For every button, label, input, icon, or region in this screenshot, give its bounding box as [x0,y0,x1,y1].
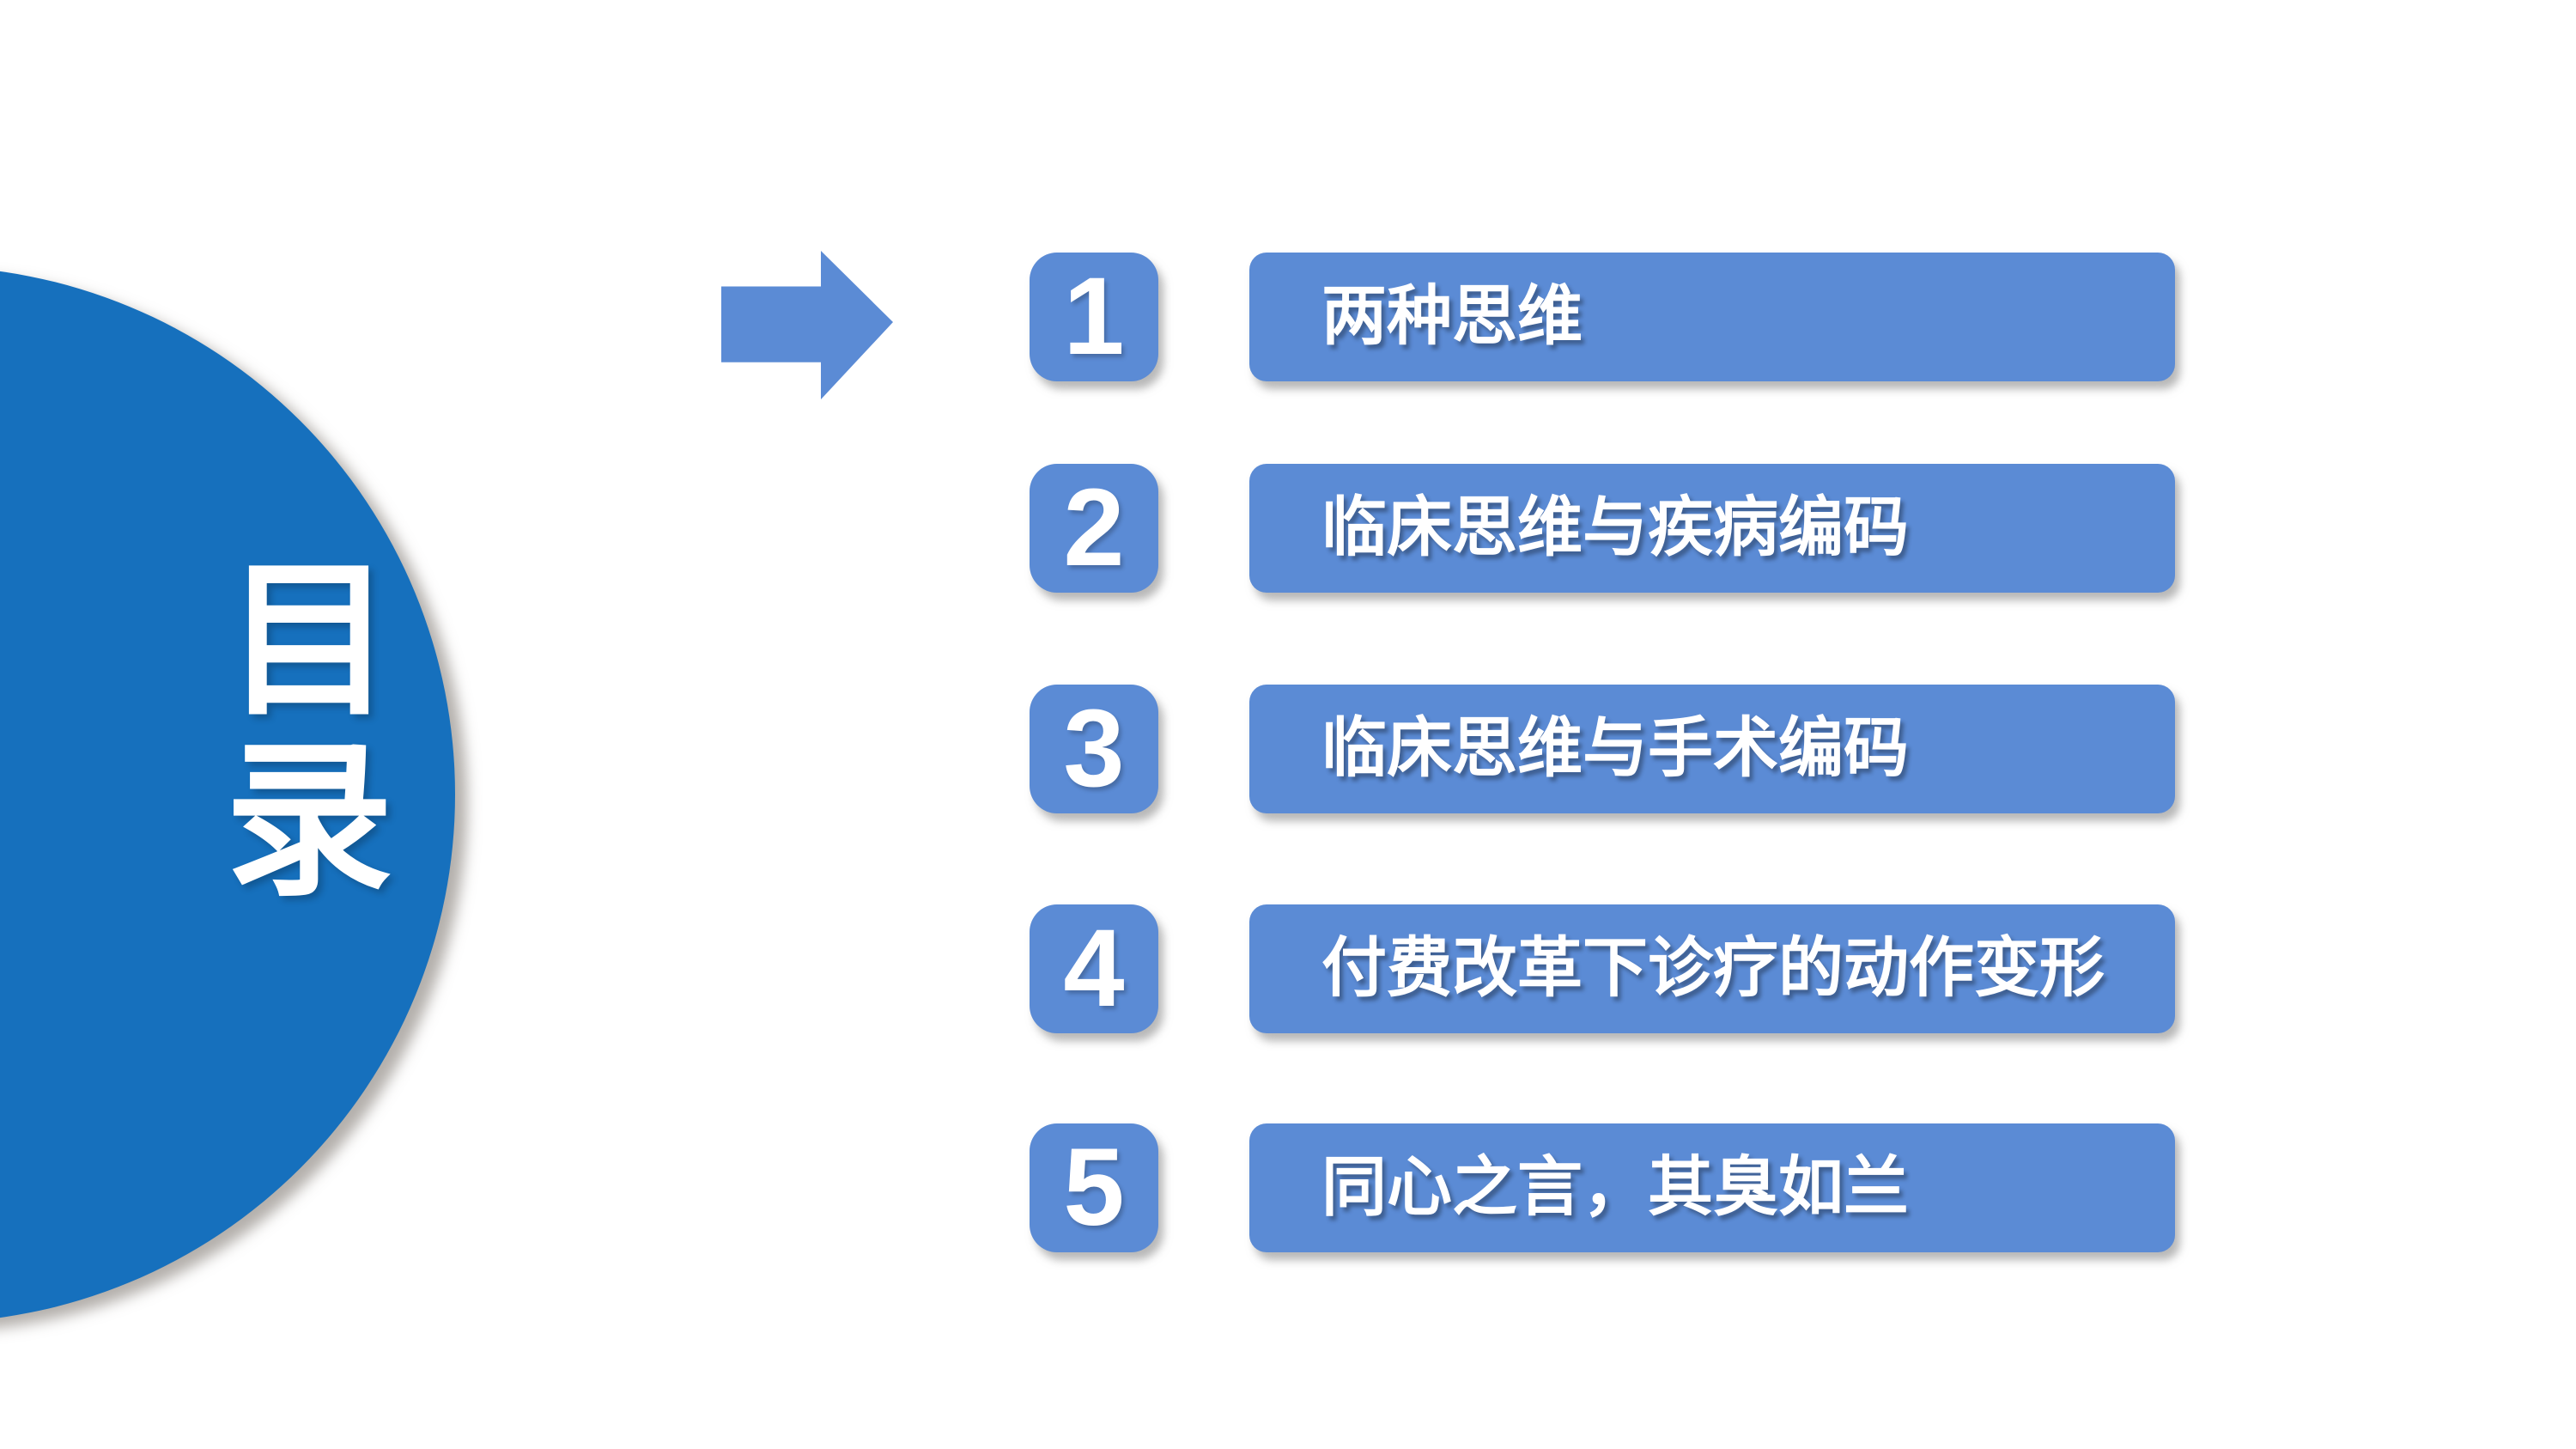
toc-item: 3 临床思维与手术编码 [0,685,2576,813]
toc-item-label: 临床思维与手术编码 [1321,712,1909,785]
toc-item-label: 同心之言，其臭如兰 [1321,1151,1909,1224]
toc-item-bar: 付费改革下诊疗的动作变形 [1249,904,2175,1033]
toc-item-bar: 临床思维与疾病编码 [1249,464,2175,593]
toc-item: 5 同心之言，其臭如兰 [0,1123,2576,1252]
toc-item-bar: 临床思维与手术编码 [1249,685,2175,813]
toc-vertical-title: 目 录 [215,551,404,912]
toc-item-bar: 同心之言，其臭如兰 [1249,1123,2175,1252]
toc-item-number-badge: 5 [1030,1123,1158,1252]
toc-item-label: 临床思维与疾病编码 [1321,491,1909,564]
toc-item-label: 付费改革下诊疗的动作变形 [1321,932,2105,1005]
toc-item-number-badge: 1 [1030,253,1158,381]
toc-item-bar: 两种思维 [1249,253,2175,381]
toc-item: 2 临床思维与疾病编码 [0,464,2576,593]
toc-item-label: 两种思维 [1321,280,1583,353]
toc-item-number-badge: 2 [1030,464,1158,593]
toc-item-number-badge: 3 [1030,685,1158,813]
toc-title-char-2: 录 [224,728,393,916]
toc-item: 1 两种思维 [0,253,2576,381]
toc-item-number-badge: 4 [1030,904,1158,1033]
toc-item: 4 付费改革下诊疗的动作变形 [0,904,2576,1033]
toc-title-char-1: 目 [224,547,393,735]
